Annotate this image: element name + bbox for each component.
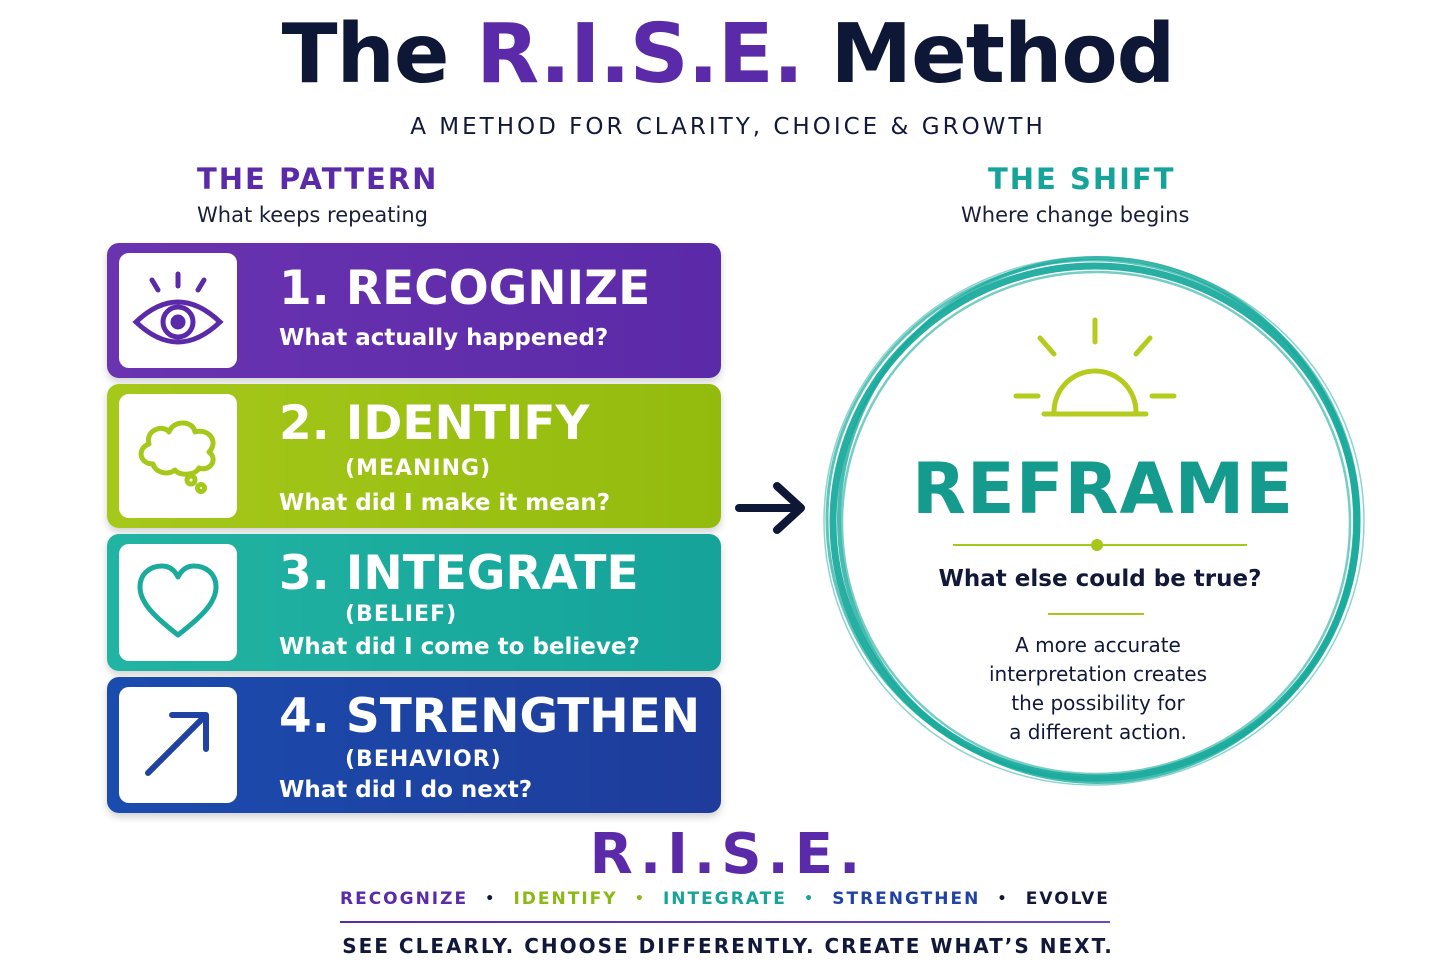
eye-icon: [130, 268, 226, 354]
reframe-title: REFRAME: [912, 448, 1295, 530]
legend-item-strengthen: STRENGTHEN: [832, 889, 981, 909]
pattern-heading: THE PATTERN: [197, 162, 439, 196]
shift-heading: THE SHIFT: [988, 162, 1176, 196]
arrow-right-icon: [733, 478, 809, 542]
step-question: What actually happened?: [279, 325, 609, 351]
title-suffix: Method: [830, 7, 1176, 102]
legend-separator: •: [997, 891, 1009, 907]
reframe-short-divider: [1048, 613, 1144, 615]
bottom-rule: [340, 921, 1110, 923]
step-question: What did I do next?: [279, 777, 533, 803]
pattern-subheading: What keeps repeating: [197, 203, 428, 227]
shift-subheading: Where change begins: [961, 203, 1190, 227]
reframe-question: What else could be true?: [938, 566, 1262, 592]
heart-icon: [135, 561, 221, 645]
step-heading: 1. RECOGNIZE: [279, 261, 651, 316]
reframe-body-line: A more accurate: [1015, 633, 1181, 657]
sun-icon: [1012, 316, 1178, 426]
reframe-body: A more accurate interpretation creates t…: [948, 631, 1248, 747]
step-tag: (BEHAVIOR): [345, 747, 502, 772]
reframe-circle: [815, 240, 1375, 800]
legend-item-evolve: EVOLVE: [1025, 889, 1110, 909]
legend-item-recognize: RECOGNIZE: [340, 889, 469, 909]
step-icon-tile: [119, 394, 237, 518]
page-title: The R.I.S.E. Method: [0, 14, 1456, 96]
step-tag: (MEANING): [345, 456, 492, 481]
legend-separator: •: [804, 891, 816, 907]
title-accent: R.I.S.E.: [476, 7, 804, 102]
step-heading: 3. INTEGRATE: [279, 546, 639, 601]
legend-item-identify: IDENTIFY: [513, 889, 618, 909]
legend-item-integrate: INTEGRATE: [662, 889, 787, 909]
step-question: What did I come to believe?: [279, 634, 640, 660]
step-question: What did I make it mean?: [279, 490, 611, 516]
step-recognize: 1. RECOGNIZE What actually happened?: [107, 243, 721, 378]
arrow-up-right-icon: [138, 703, 218, 787]
page-subtitle: A METHOD FOR CLARITY, CHOICE & GROWTH: [410, 114, 1046, 140]
step-icon-tile: [119, 253, 237, 368]
step-integrate: 3. INTEGRATE (BELIEF) What did I come to…: [107, 534, 721, 671]
tagline: SEE CLEARLY. CHOOSE DIFFERENTLY. CREATE …: [342, 934, 1114, 958]
title-prefix: The: [281, 7, 450, 102]
legend-separator: •: [485, 891, 497, 907]
reframe-body-line: a different action.: [1009, 720, 1187, 744]
reframe-body-line: the possibility for: [1011, 691, 1185, 715]
legend-separator: •: [634, 891, 646, 907]
legend: RECOGNIZE • IDENTIFY • INTEGRATE • STREN…: [340, 886, 1110, 912]
step-icon-tile: [119, 687, 237, 803]
acronym: R.I.S.E.: [589, 822, 867, 887]
step-strengthen: 4. STRENGTHEN (BEHAVIOR) What did I do n…: [107, 677, 721, 813]
reframe-body-line: interpretation creates: [988, 662, 1208, 686]
step-tag: (BELIEF): [345, 602, 458, 627]
reframe-divider-dot: [1091, 539, 1103, 551]
step-icon-tile: [119, 544, 237, 661]
step-heading: 4. STRENGTHEN: [279, 689, 701, 744]
step-identify: 2. IDENTIFY (MEANING) What did I make it…: [107, 384, 721, 528]
step-heading: 2. IDENTIFY: [279, 396, 590, 451]
thought-bubble-icon: [133, 412, 223, 500]
